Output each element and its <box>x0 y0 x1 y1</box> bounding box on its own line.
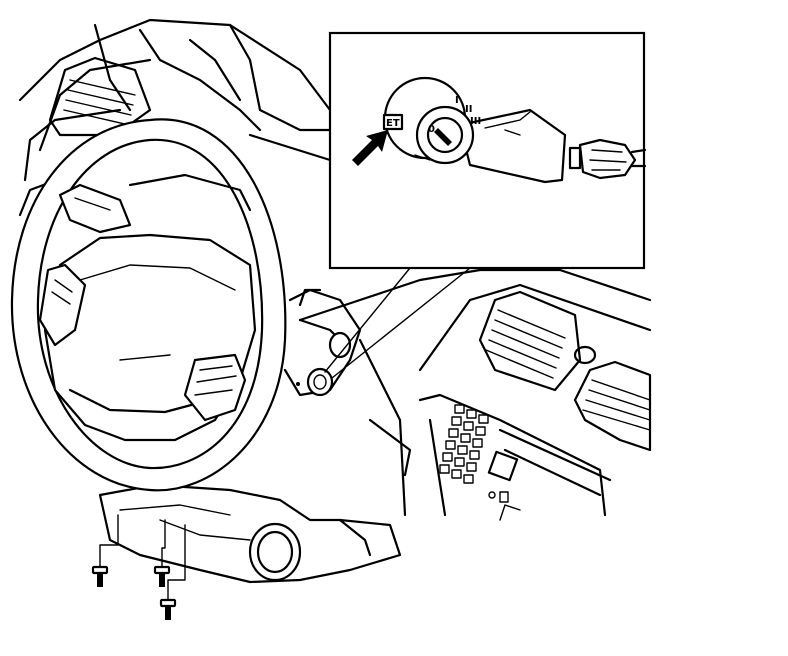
ignition-switch-location <box>306 367 334 397</box>
right-spoke-controls <box>183 353 247 422</box>
keypad <box>439 404 489 484</box>
screw-2 <box>153 565 171 587</box>
position-1-mark: I <box>455 95 459 106</box>
left-spoke-controls <box>38 263 87 347</box>
inset-leader-lines <box>324 267 471 379</box>
connector-plug <box>578 138 637 180</box>
release-tab <box>382 113 404 131</box>
shroud-screws <box>91 514 186 620</box>
lower-shroud <box>98 483 402 584</box>
pointer-arrow <box>352 130 388 166</box>
dashboard <box>18 18 652 521</box>
inset-detail: 0 I II III ET <box>328 31 647 270</box>
position-2-mark: II <box>465 104 472 115</box>
steering-wheel <box>10 118 287 492</box>
screw-3 <box>159 598 177 620</box>
position-3-mark: III <box>470 116 481 127</box>
position-0-mark: 0 <box>428 124 435 135</box>
screw-1 <box>91 565 109 587</box>
steering-column <box>283 288 362 397</box>
release-tab-mark: ET <box>386 118 400 129</box>
